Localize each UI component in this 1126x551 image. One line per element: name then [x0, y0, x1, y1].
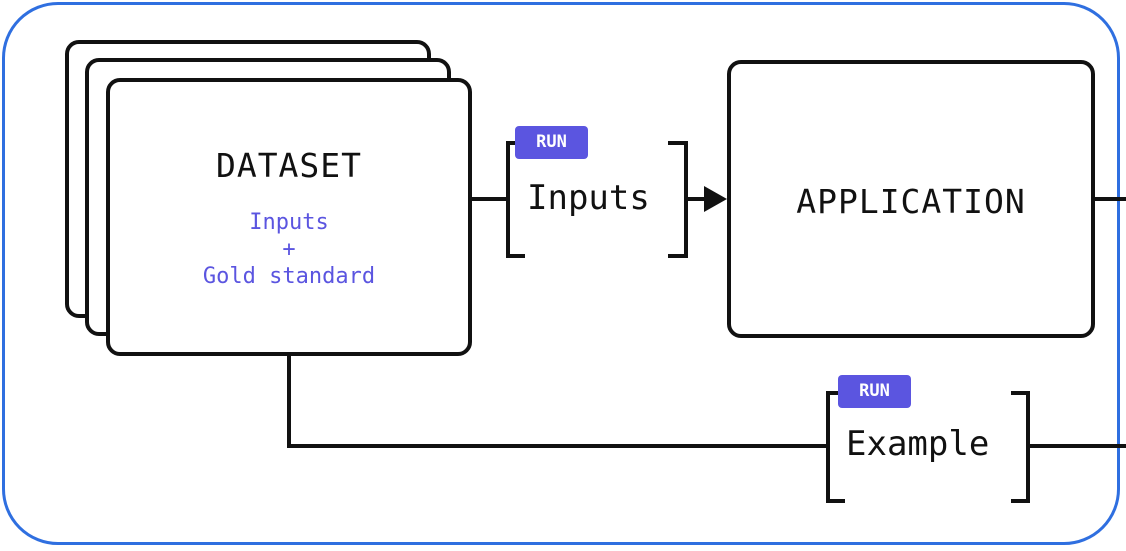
dataset-to-example-line [287, 356, 828, 448]
dataset-subtitle: Inputs + Gold standard [203, 209, 375, 290]
arrowhead-icon [704, 186, 727, 212]
inputs-bracket-left [506, 141, 525, 258]
inputs-bracket-right [668, 141, 688, 258]
inputs-label: Inputs [527, 178, 650, 218]
application-card: APPLICATION [727, 60, 1095, 338]
run-badge-top: RUN [515, 126, 588, 159]
example-bracket-left [826, 391, 845, 503]
example-label: Example [846, 424, 990, 464]
dataset-subtitle-line-2: + [282, 237, 296, 262]
example-bracket-right [1011, 391, 1030, 503]
run-badge-bottom: RUN [838, 375, 911, 408]
dataset-title: DATASET [215, 146, 363, 185]
application-title: APPLICATION [796, 181, 1026, 221]
dataset-subtitle-line-3: Gold standard [202, 264, 376, 289]
dataset-card: DATASET Inputs + Gold standard [106, 78, 472, 356]
dataset-subtitle-line-1: Inputs [249, 210, 329, 235]
